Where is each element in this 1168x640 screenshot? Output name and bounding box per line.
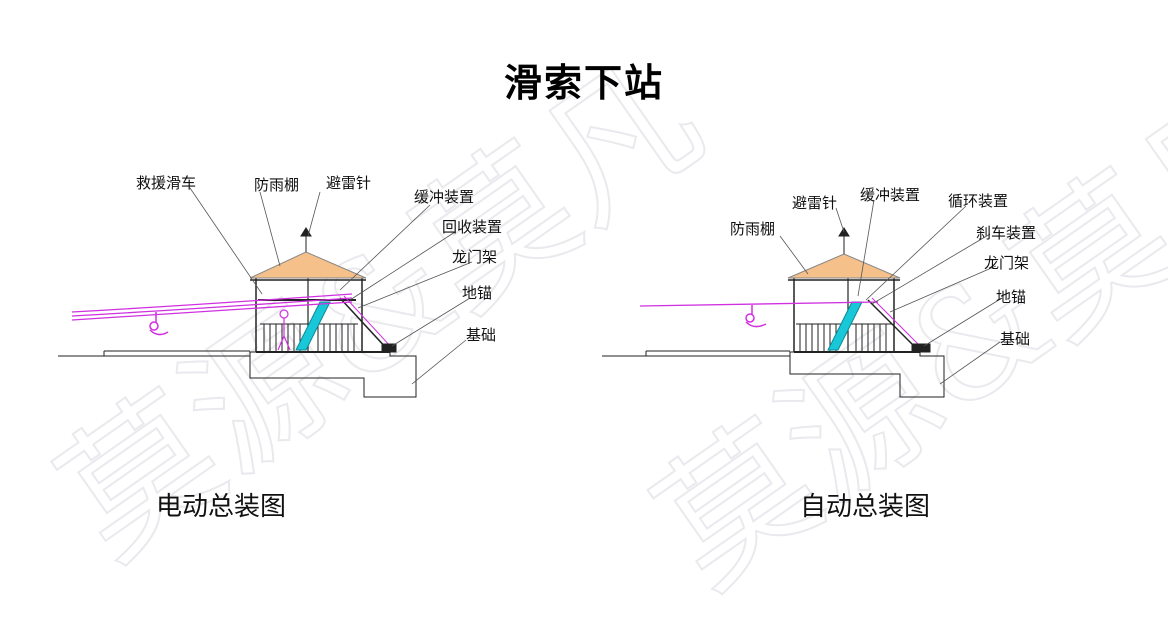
label-circulation-right: 循环装置 — [948, 192, 1008, 210]
right-diagram — [602, 199, 1003, 398]
label-ground-anchor: 地锚 — [462, 284, 492, 302]
label-brake-right: 刹车装置 — [976, 224, 1036, 242]
ground-anchor — [381, 343, 397, 353]
ground-anchor-right — [911, 343, 931, 353]
label-buffer: 缓冲装置 — [414, 188, 474, 206]
page-title: 滑索下站 — [503, 60, 664, 105]
label-foundation-right: 基础 — [1000, 330, 1030, 348]
foundation — [249, 351, 417, 398]
label-gantry-right: 龙门架 — [984, 254, 1029, 272]
leader-lines — [189, 187, 473, 385]
rider-figure-right — [745, 305, 767, 328]
label-lightning-rod-right: 避雷针 — [792, 194, 837, 212]
label-canopy-right: 防雨棚 — [730, 220, 775, 238]
caption-electric-assembly: 电动总装图 — [156, 492, 287, 522]
label-canopy: 防雨棚 — [254, 176, 299, 194]
cables — [71, 293, 353, 321]
label-gantry: 龙门架 — [452, 248, 497, 266]
rider-figure — [149, 312, 169, 336]
foundation-right — [789, 351, 945, 398]
label-buffer-right: 缓冲装置 — [860, 186, 920, 204]
leader-lines-right — [779, 199, 1003, 385]
canopy-roof-right — [787, 253, 901, 279]
label-ground-anchor-right: 地锚 — [996, 288, 1026, 306]
label-lightning-rod: 避雷针 — [326, 174, 371, 192]
canopy-roof — [249, 251, 367, 279]
label-foundation: 基础 — [466, 326, 496, 344]
railing — [260, 323, 358, 352]
watermark: 莫源&莫凡 莫源&莫凡 — [30, 27, 1168, 621]
caption-auto-assembly: 自动总装图 — [800, 492, 931, 522]
operator-figure — [277, 309, 291, 351]
watermark-text-1: 莫源&莫凡 — [31, 28, 732, 591]
left-diagram — [58, 187, 473, 398]
slide — [295, 301, 331, 351]
label-recovery: 回收装置 — [442, 218, 502, 236]
label-rescue-pulley: 救援滑车 — [136, 174, 196, 192]
cable-right — [639, 301, 879, 307]
